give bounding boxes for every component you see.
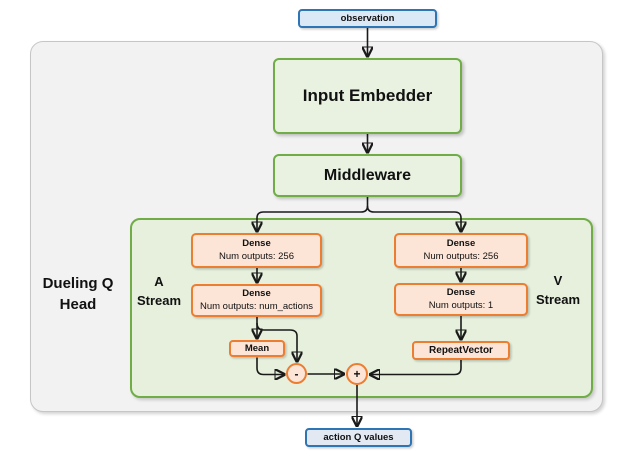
dense-a2-node: Dense Num outputs: num_actions	[191, 284, 322, 317]
v-stream-label-line2: Stream	[535, 292, 581, 307]
mean-label: Mean	[244, 343, 270, 354]
middleware-label: Middleware	[323, 166, 412, 184]
dense-v1-node: Dense Num outputs: 256	[394, 233, 528, 268]
dense-a1-node: Dense Num outputs: 256	[191, 233, 322, 268]
repeat-vector-label: RepeatVector	[429, 345, 493, 356]
input-embedder-label: Input Embedder	[302, 86, 433, 105]
dense-v1-subtitle: Num outputs: 256	[423, 251, 499, 262]
action-q-values-node: action Q values	[305, 428, 412, 447]
dense-v2-subtitle: Num outputs: 1	[428, 300, 494, 311]
observation-label: observation	[340, 13, 395, 24]
dense-v2-node: Dense Num outputs: 1	[394, 283, 528, 316]
minus-operator-node: -	[286, 363, 307, 384]
dense-a2-title: Dense	[242, 288, 271, 299]
a-stream-label-line1: A	[154, 274, 164, 289]
observation-node: observation	[298, 9, 437, 28]
middleware-node: Middleware	[273, 154, 462, 197]
v-stream-label: V Stream	[528, 271, 588, 309]
dense-v2-title: Dense	[446, 287, 476, 298]
action-q-values-label: action Q values	[323, 432, 394, 443]
dueling-q-head-label-line2: Head	[59, 296, 97, 313]
mean-node: Mean	[229, 340, 285, 357]
dense-v1-title: Dense	[446, 238, 476, 249]
plus-operator-node: +	[346, 363, 368, 385]
dueling-q-head-label: Dueling Q Head	[28, 273, 128, 315]
minus-operator-label: -	[294, 366, 299, 381]
dense-a2-subtitle: Num outputs: num_actions	[199, 301, 313, 312]
repeat-vector-node: RepeatVector	[412, 341, 510, 360]
dueling-q-head-label-line1: Dueling Q	[42, 275, 114, 292]
dense-a1-title: Dense	[242, 238, 271, 249]
plus-operator-label: +	[353, 367, 361, 381]
dense-a1-subtitle: Num outputs: 256	[219, 251, 294, 262]
a-stream-label: A Stream	[130, 272, 188, 310]
a-stream-label-line2: Stream	[136, 293, 182, 308]
input-embedder-node: Input Embedder	[273, 58, 462, 134]
v-stream-label-line1: V	[553, 273, 563, 288]
